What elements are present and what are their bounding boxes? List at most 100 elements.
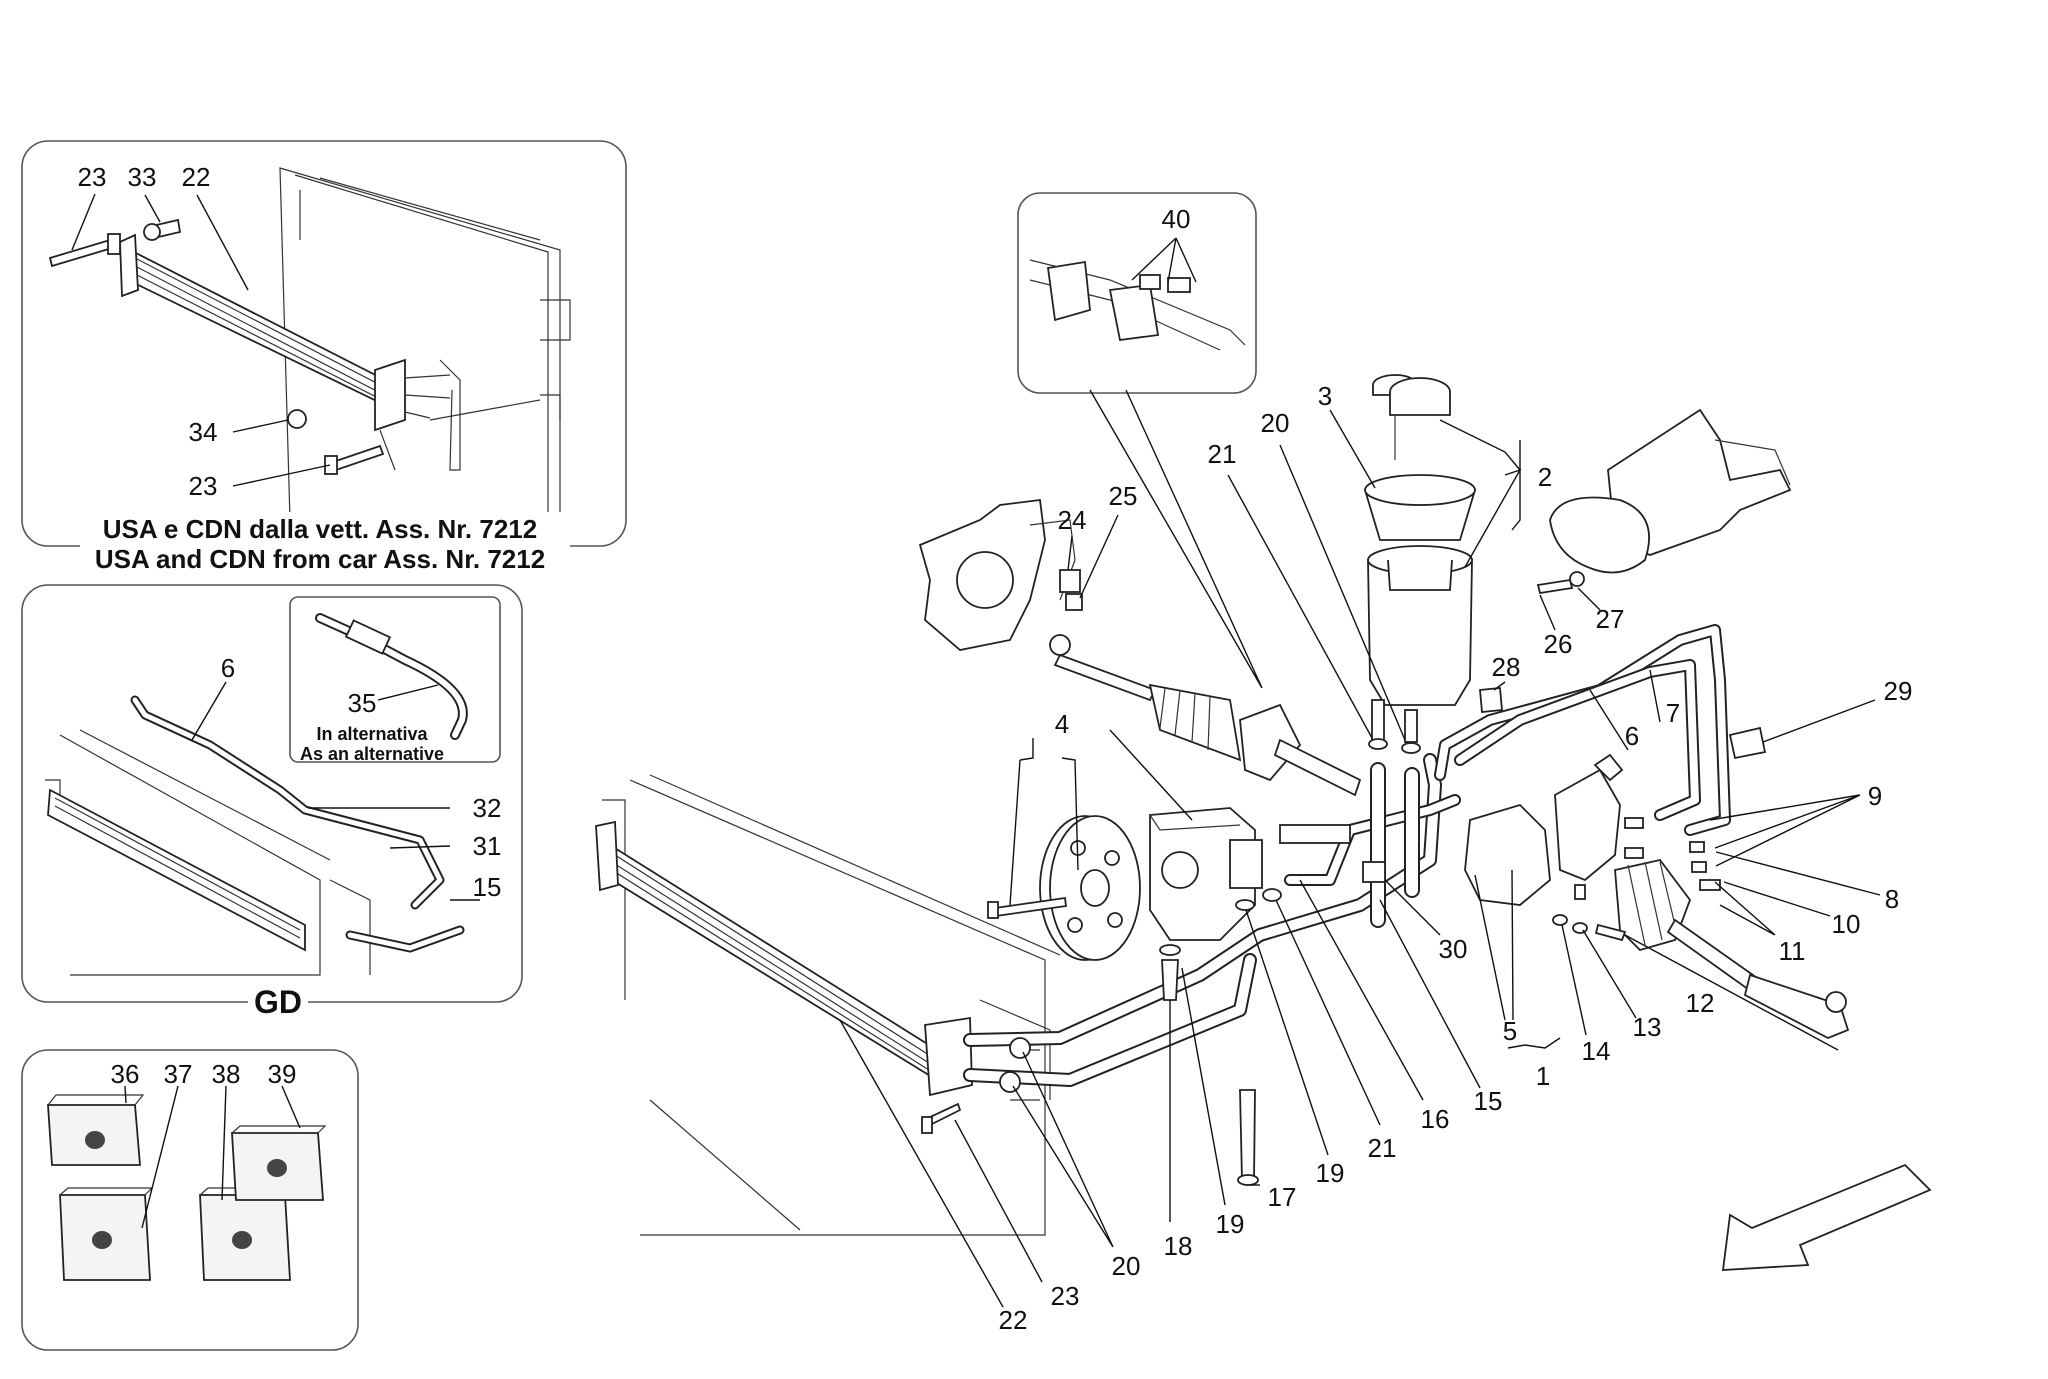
leader-16 [1299, 879, 1424, 1101]
leader-1-brace [1507, 1037, 1561, 1049]
inset-usa-caption-en: USA and CDN from car Ass. Nr. 7212 [95, 544, 545, 574]
leader-14 [1561, 924, 1587, 1036]
callout-gd-35: 35 [348, 688, 377, 718]
callout-26: 26 [1544, 629, 1573, 659]
label-card-36 [47, 1094, 145, 1166]
callout-17: 17 [1268, 1182, 1297, 1212]
callout-usa-23-bottom: 23 [189, 471, 218, 501]
leader-21-bottom [1275, 899, 1381, 1126]
leader-usa-33 [144, 194, 161, 223]
callout-22: 22 [999, 1305, 1028, 1335]
callout-10: 10 [1832, 909, 1861, 939]
front-arrow-icon [1721, 1163, 1932, 1271]
inset-usa-bolt-bottom [324, 444, 385, 475]
leader-clamp-to-rack [1089, 389, 1263, 689]
leader-23 [954, 1119, 1043, 1283]
callout-usa-22: 22 [182, 162, 211, 192]
callout-5: 5 [1503, 1016, 1517, 1046]
callout-21-bottom: 21 [1368, 1133, 1397, 1163]
callout-24: 24 [1058, 505, 1087, 535]
main-pump-pulley [1039, 815, 1141, 961]
inset-gd-pipe-15 [345, 925, 465, 953]
inset-usa-nut [287, 409, 307, 429]
main-reservoir-hoses [1370, 762, 1420, 928]
main-pipe-6 [1434, 624, 1731, 836]
callout-3: 3 [1318, 381, 1332, 411]
leader-13 [1582, 929, 1637, 1019]
leader-7 [1649, 669, 1661, 723]
callout-usa-33: 33 [128, 162, 157, 192]
leader-21-top [1227, 474, 1373, 739]
callout-15: 15 [1474, 1086, 1503, 1116]
leader-label-38 [221, 1085, 227, 1201]
callout-label-38: 38 [212, 1059, 241, 1089]
callout-16: 16 [1421, 1104, 1450, 1134]
callout-20-bottom: 20 [1112, 1251, 1141, 1281]
leader-28 [1493, 681, 1506, 691]
leader-usa-22 [196, 194, 249, 291]
callout-2: 2 [1538, 462, 1552, 492]
callout-18: 18 [1164, 1231, 1193, 1261]
main-pump-bolt [987, 896, 1068, 919]
inset-gd-label-bg [248, 985, 308, 1019]
inset-usa-caption-bg [80, 512, 570, 574]
callout-30: 30 [1439, 934, 1468, 964]
main-reservoir [1363, 374, 1477, 754]
callout-usa-23-top: 23 [78, 162, 107, 192]
inset-usa-bolt-washer [143, 218, 182, 241]
callout-gd-31: 31 [473, 831, 502, 861]
main-callouts: 2 3 20 21 24 25 26 27 28 29 6 7 4 9 8 10… [999, 381, 1913, 1335]
main-bolt-17 [1237, 1089, 1259, 1186]
callout-gd-15: 15 [473, 872, 502, 902]
leader-label-39 [281, 1085, 301, 1129]
leader-6 [1589, 689, 1629, 751]
callout-19-right: 19 [1316, 1158, 1345, 1188]
leader-label-37 [141, 1085, 179, 1229]
callout-23: 23 [1051, 1281, 1080, 1311]
callout-label-37: 37 [164, 1059, 193, 1089]
leader-11 [1714, 881, 1776, 936]
leader-usa-34 [232, 419, 289, 433]
inset-usa-oil-cooler [119, 233, 541, 471]
leader-2-reservoir [1464, 468, 1522, 568]
main-steering-rack [1049, 569, 1362, 797]
callout-19-left: 19 [1216, 1209, 1245, 1239]
leader-25 [1079, 514, 1119, 599]
leader-2-bracket [1511, 440, 1521, 531]
main-pipe-16 [963, 953, 1257, 1087]
leader-12 [1624, 934, 1839, 1051]
leader-15-main [1379, 899, 1481, 1089]
main-bracket [1549, 408, 1792, 574]
callout-20-top: 20 [1261, 408, 1290, 438]
callout-label-39: 39 [268, 1059, 297, 1089]
callout-27: 27 [1596, 604, 1625, 634]
leader-gd-31 [389, 845, 451, 849]
leader-gd-35 [377, 684, 439, 701]
inset-gd-alt-en: As an alternative [300, 744, 444, 764]
leader-8 [1715, 851, 1881, 896]
main-pipe-15 [963, 753, 1442, 1047]
leader-10 [1723, 881, 1831, 917]
callout-29: 29 [1884, 676, 1913, 706]
inset-usa-caption-it: USA e CDN dalla vett. Ass. Nr. 7212 [103, 514, 537, 544]
main-banjo-fittings [1624, 817, 1721, 891]
leader-clamp-40 [1131, 237, 1197, 283]
inset-gd-alt-it: In alternativa [316, 724, 428, 744]
callout-gd-32: 32 [473, 793, 502, 823]
leader-4 [1019, 729, 1193, 871]
inset-gd-oil-cooler [47, 788, 306, 952]
leader-27 [1577, 587, 1601, 611]
callout-6: 6 [1625, 721, 1639, 751]
callout-7: 7 [1666, 698, 1680, 728]
callout-9: 9 [1868, 781, 1882, 811]
leader-3 [1329, 409, 1376, 489]
inset-gd-alt-hose [315, 613, 468, 740]
inset-usa-frame [21, 140, 627, 547]
callout-21-top: 21 [1208, 439, 1237, 469]
leader-5 [1474, 869, 1514, 1021]
main-pump-body [1149, 807, 1263, 941]
callout-clamp-40: 40 [1162, 204, 1191, 234]
leader-19-left [1181, 967, 1226, 1206]
label-card-39 [231, 1125, 327, 1201]
